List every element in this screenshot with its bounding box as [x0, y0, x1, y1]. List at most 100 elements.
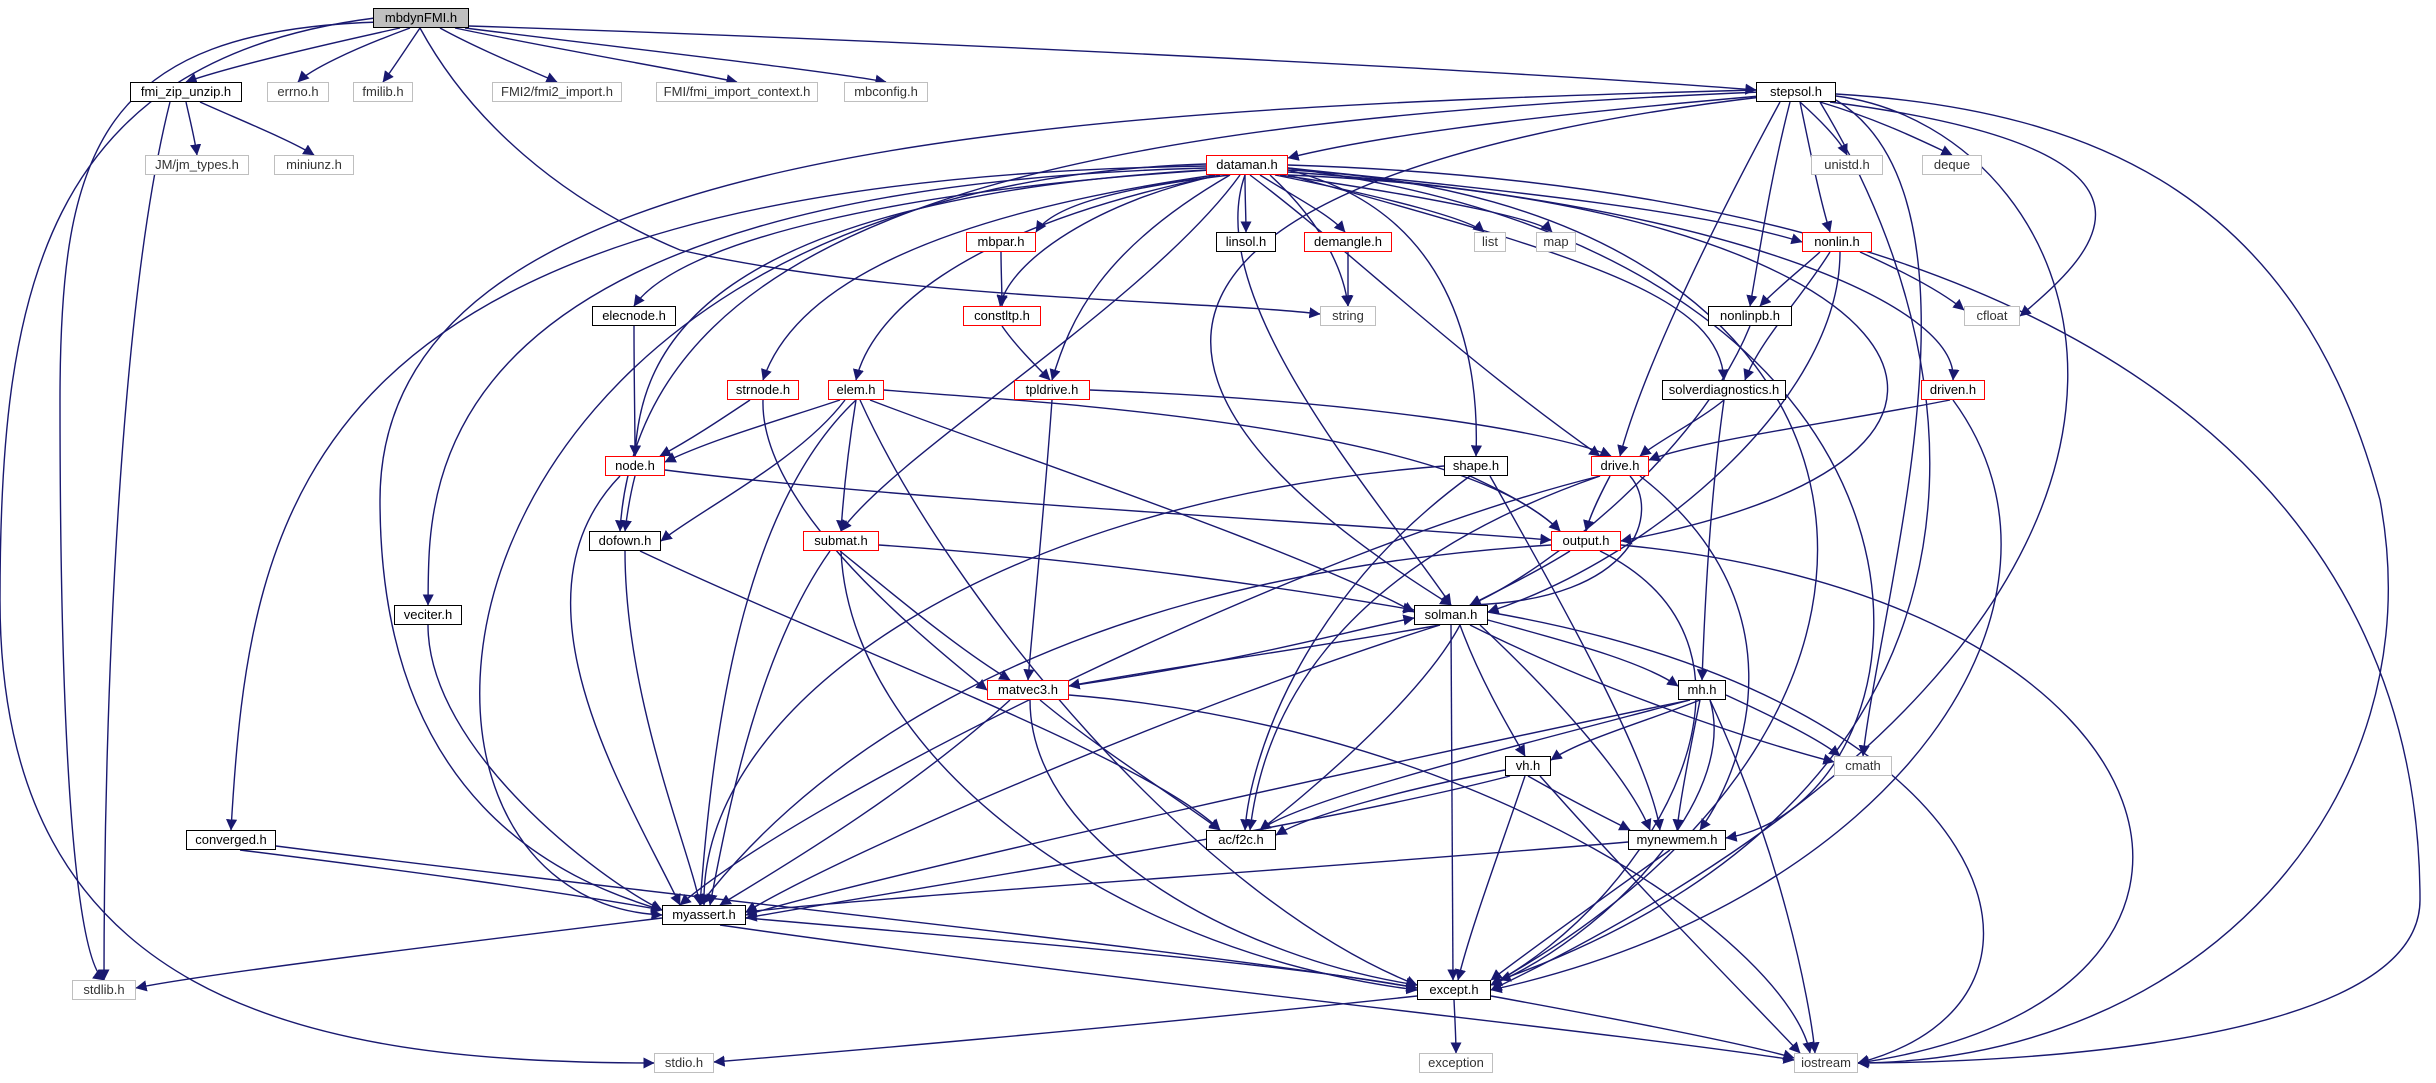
include-edge — [615, 91, 1761, 532]
include-edge — [1469, 475, 1561, 532]
node-fmi-zip-unzip-h[interactable]: fmi_zip_unzip.h — [130, 82, 242, 102]
include-edge — [98, 101, 171, 981]
include-edge — [713, 995, 1418, 1067]
include-edge — [1469, 624, 1835, 765]
node-dataman-h[interactable]: dataman.h — [1206, 155, 1288, 175]
include-edge — [695, 399, 857, 906]
include-edge — [859, 399, 1418, 987]
include-edge — [1639, 475, 1750, 831]
include-edge — [699, 544, 1552, 906]
include-edge — [569, 475, 681, 906]
include-edge — [1240, 174, 1252, 233]
include-edge — [1487, 611, 1985, 1066]
node-nonlinpb-h[interactable]: nonlinpb.h — [1708, 306, 1792, 326]
node-demangle-h[interactable]: demangle.h — [1304, 232, 1392, 252]
node-mbpar-h[interactable]: mbpar.h — [966, 232, 1036, 252]
node-converged-h[interactable]: converged.h — [186, 830, 276, 850]
include-edge — [1068, 614, 1415, 687]
include-edge — [379, 89, 1757, 913]
node-constltp-h[interactable]: constltp.h — [963, 306, 1041, 326]
node-driven-h[interactable]: driven.h — [1921, 380, 1985, 400]
include-edge — [1023, 399, 1053, 681]
include-edge — [239, 849, 663, 914]
node-mbconfig-h: mbconfig.h — [844, 82, 928, 102]
include-edge — [1039, 699, 1221, 831]
include-edge — [1089, 389, 1612, 457]
node-except-h[interactable]: except.h — [1417, 980, 1491, 1000]
node-stdio-h: stdio.h — [654, 1053, 714, 1073]
node-stdlib-h: stdlib.h — [72, 980, 136, 1000]
include-edge — [1759, 251, 1821, 307]
node-list: list — [1474, 232, 1506, 252]
node-cfloat: cfloat — [1964, 306, 2020, 326]
include-edge — [185, 101, 202, 156]
node-drive-h[interactable]: drive.h — [1591, 456, 1649, 476]
include-edge — [659, 399, 751, 457]
node-node-h[interactable]: node.h — [605, 456, 665, 476]
include-edge — [1450, 999, 1462, 1054]
node-shape-h[interactable]: shape.h — [1444, 456, 1508, 476]
include-edge — [664, 469, 1552, 545]
include-edge — [1469, 550, 1571, 606]
include-edge — [1287, 167, 1803, 245]
include-edge — [464, 27, 887, 86]
node-map: map — [1536, 232, 1576, 252]
include-edge — [0, 17, 655, 1069]
node-submat-h[interactable]: submat.h — [803, 531, 879, 551]
node-strnode-h[interactable]: strnode.h — [727, 380, 799, 400]
include-edge — [275, 845, 1418, 992]
node-linsol-h[interactable]: linsol.h — [1216, 232, 1276, 252]
include-edge — [59, 21, 381, 981]
include-edge — [624, 550, 704, 906]
node-fmi2-import-h: FMI2/fmi2_import.h — [492, 82, 622, 102]
node-elem-h[interactable]: elem.h — [828, 380, 884, 400]
node-nonlin-h[interactable]: nonlin.h — [1802, 232, 1872, 252]
node-tpldrive-h[interactable]: tpldrive.h — [1014, 380, 1090, 400]
node-vh-h[interactable]: vh.h — [1505, 756, 1551, 776]
include-edge — [745, 775, 1511, 922]
node-dofown-h[interactable]: dofown.h — [589, 531, 661, 551]
include-edge — [1527, 775, 1631, 831]
node-matvec3-h[interactable]: matvec3.h — [987, 680, 1069, 700]
include-edge — [1709, 699, 1820, 1054]
include-edge — [664, 399, 841, 463]
include-edge — [996, 174, 1221, 307]
include-edge — [1499, 101, 1931, 982]
node-ac-f2c-h[interactable]: ac/f2c.h — [1206, 830, 1276, 850]
include-edge — [1490, 849, 1671, 981]
node-jm-types-h: JM/jm_types.h — [145, 155, 249, 175]
include-edge — [454, 27, 738, 86]
node-solman-h[interactable]: solman.h — [1414, 605, 1488, 625]
include-edge — [1029, 699, 1418, 989]
node-exception: exception — [1419, 1053, 1493, 1073]
node-elecnode-h[interactable]: elecnode.h — [592, 306, 676, 326]
include-edge — [1068, 694, 1814, 1054]
include-edge — [719, 924, 1795, 1064]
include-edge — [1725, 694, 1841, 757]
include-edge — [1490, 995, 1795, 1061]
include-edge — [1835, 93, 2389, 1069]
node-veciter-h[interactable]: veciter.h — [394, 605, 462, 625]
include-edge — [427, 624, 663, 911]
node-mynewmem-h[interactable]: mynewmem.h — [1628, 830, 1726, 850]
node-stepsol-h[interactable]: stepsol.h — [1756, 82, 1836, 102]
node-cmath: cmath — [1834, 756, 1892, 776]
include-edge — [1469, 475, 1643, 611]
include-edge — [1287, 174, 1730, 381]
include-edge — [1489, 475, 1665, 831]
include-edge — [439, 27, 558, 83]
node-mh-h[interactable]: mh.h — [1678, 680, 1726, 700]
include-edge — [883, 389, 1561, 532]
include-edge — [660, 399, 846, 542]
include-edge — [839, 550, 1011, 681]
include-edge — [1490, 550, 1697, 986]
include-edge — [1648, 399, 1951, 462]
node-output-h[interactable]: output.h — [1551, 531, 1621, 551]
include-edge — [382, 27, 421, 83]
node-myassert-h[interactable]: myassert.h — [662, 905, 746, 925]
include-edge — [479, 163, 1207, 921]
include-edge — [1819, 101, 1953, 156]
include-edge — [1287, 95, 1761, 161]
node-solverdiagnostics-h[interactable]: solverdiagnostics.h — [1662, 380, 1786, 400]
